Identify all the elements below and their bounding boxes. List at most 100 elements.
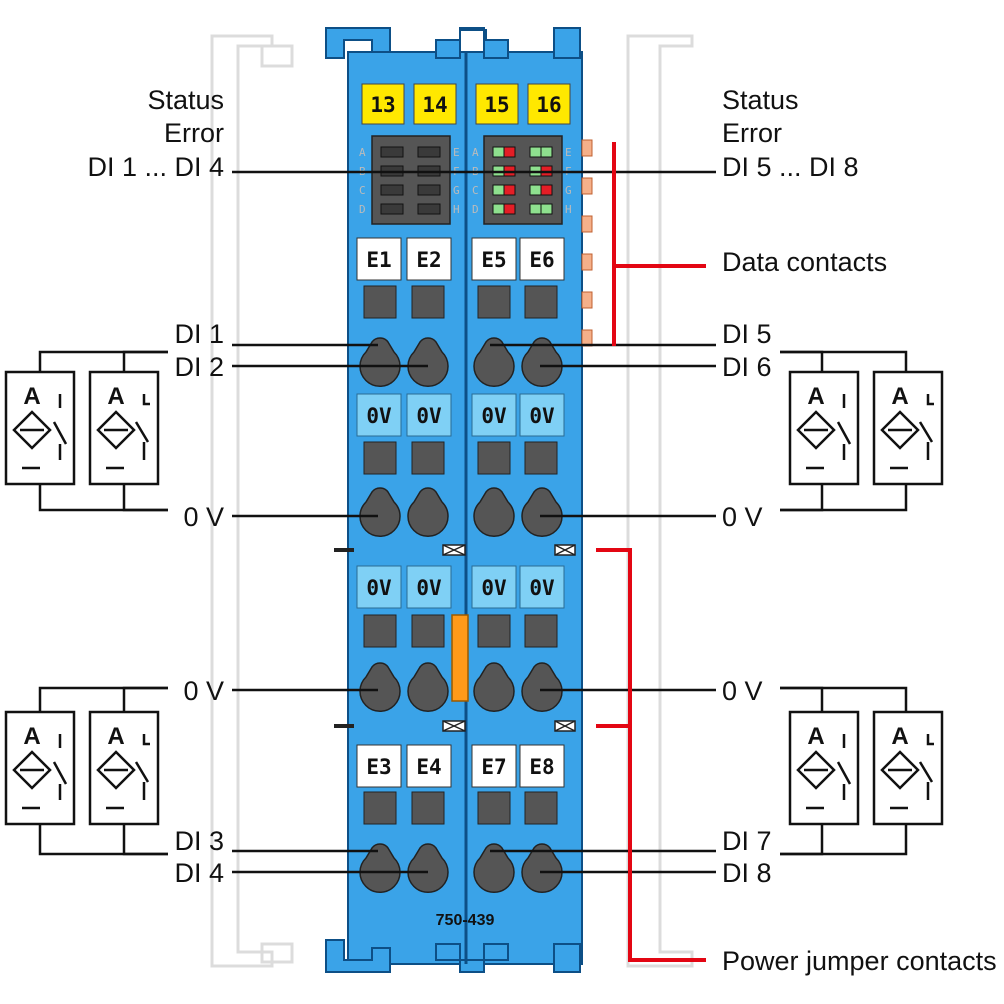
top-number-tags: 13 14 15 16 bbox=[361, 83, 571, 125]
terminal-e5: E5 bbox=[481, 248, 506, 272]
svg-text:G: G bbox=[453, 184, 460, 197]
tag-16: 16 bbox=[536, 93, 561, 117]
sensor-diamond bbox=[12, 410, 52, 450]
label-di-range-right: DI 5 ... DI 8 bbox=[722, 152, 859, 182]
terminal-labels-0v-upper: 0V 0V 0V 0V bbox=[356, 393, 565, 437]
svg-text:A: A bbox=[472, 146, 479, 159]
svg-text:H: H bbox=[565, 203, 572, 216]
sensor-diamond bbox=[796, 410, 836, 450]
power-jumper-glyphs bbox=[334, 544, 576, 732]
sensor-symbol: A bbox=[788, 370, 860, 486]
sensor-diamond bbox=[796, 750, 836, 790]
neighbor-module-outline bbox=[210, 34, 694, 968]
sensor-letter: A bbox=[807, 383, 824, 410]
sensor-wiring bbox=[38, 350, 908, 856]
data-contact-pads bbox=[581, 139, 593, 347]
leader-lines bbox=[232, 170, 716, 874]
sensor-symbol: A bbox=[4, 370, 76, 486]
tag-13: 13 bbox=[370, 93, 395, 117]
red-callouts bbox=[596, 142, 706, 962]
label-di5: DI 5 bbox=[722, 319, 772, 349]
terminal-e7: E7 bbox=[481, 755, 506, 779]
sensor-letter: A bbox=[107, 383, 124, 410]
terminal-e3: E3 bbox=[366, 755, 391, 779]
svg-text:G: G bbox=[565, 184, 572, 197]
sensor-switch bbox=[836, 734, 852, 800]
sensor-switch bbox=[918, 394, 934, 460]
terminal-labels-lower: E3 E4 E7 E8 bbox=[356, 744, 565, 788]
label-0v-left-lower: 0 V bbox=[183, 676, 224, 706]
sensors: A A A A A A A A bbox=[4, 370, 944, 826]
terminal-e6: E6 bbox=[529, 248, 554, 272]
sensor-diamond bbox=[96, 750, 136, 790]
sensor-diamond bbox=[12, 750, 52, 790]
svg-text:0V: 0V bbox=[529, 404, 555, 428]
sensor-diamond bbox=[880, 750, 920, 790]
svg-text:C: C bbox=[472, 184, 479, 197]
sensor-diamond bbox=[96, 410, 136, 450]
svg-text:E: E bbox=[565, 146, 572, 159]
label-di4: DI 4 bbox=[174, 858, 224, 888]
sensor-diamond bbox=[880, 410, 920, 450]
sensor-symbol: A bbox=[88, 710, 160, 826]
label-error-right: Error bbox=[722, 118, 782, 148]
labels-left: Status Error DI 1 ... DI 4 DI 1 DI 2 0 V… bbox=[87, 85, 224, 888]
label-status-right: Status bbox=[722, 85, 799, 115]
sensor-symbol: A bbox=[788, 710, 860, 826]
sensor-letter: A bbox=[23, 723, 40, 750]
label-di-range-left: DI 1 ... DI 4 bbox=[87, 152, 224, 182]
sensor-switch bbox=[918, 734, 934, 800]
terminal-e1: E1 bbox=[366, 248, 391, 272]
sensor-symbol: A bbox=[872, 370, 944, 486]
svg-text:C: C bbox=[359, 184, 366, 197]
svg-text:0V: 0V bbox=[481, 576, 507, 600]
part-number: 750-439 bbox=[436, 912, 495, 929]
sensor-switch bbox=[52, 394, 68, 460]
sensor-switch bbox=[52, 734, 68, 800]
terminal-labels-0v-lower: 0V 0V 0V 0V bbox=[356, 565, 565, 609]
tag-14: 14 bbox=[422, 93, 447, 117]
label-status-left: Status bbox=[147, 85, 224, 115]
terminal-e8: E8 bbox=[529, 755, 554, 779]
label-0v-right-upper: 0 V bbox=[722, 502, 763, 532]
svg-text:0V: 0V bbox=[529, 576, 555, 600]
led-panel-right: A B C D E F G H bbox=[472, 135, 572, 225]
svg-text:D: D bbox=[472, 203, 479, 216]
svg-text:0V: 0V bbox=[481, 404, 507, 428]
label-0v-right-lower: 0 V bbox=[722, 676, 763, 706]
label-di6: DI 6 bbox=[722, 352, 772, 382]
label-di8: DI 8 bbox=[722, 858, 772, 888]
sensor-switch bbox=[836, 394, 852, 460]
svg-text:H: H bbox=[453, 203, 460, 216]
label-power-jumper-contacts: Power jumper contacts bbox=[722, 946, 997, 976]
fuse-bar bbox=[451, 614, 469, 702]
svg-text:D: D bbox=[359, 203, 366, 216]
push-buttons bbox=[363, 285, 558, 825]
svg-text:A: A bbox=[359, 146, 366, 159]
label-di2: DI 2 bbox=[174, 352, 224, 382]
sensor-symbol: A bbox=[88, 370, 160, 486]
terminal-labels-upper: E1 E2 E5 E6 bbox=[356, 237, 565, 281]
sensor-symbol: A bbox=[872, 710, 944, 826]
labels-right: Status Error DI 5 ... DI 8 Data contacts… bbox=[722, 85, 997, 976]
terminal-e4: E4 bbox=[416, 755, 441, 779]
svg-text:0V: 0V bbox=[366, 576, 392, 600]
sensor-letter: A bbox=[807, 723, 824, 750]
label-data-contacts: Data contacts bbox=[722, 247, 887, 277]
tag-15: 15 bbox=[484, 93, 509, 117]
sensor-switch bbox=[134, 734, 150, 800]
terminal-e2: E2 bbox=[416, 248, 441, 272]
label-error-left: Error bbox=[164, 118, 224, 148]
sensor-switch bbox=[134, 394, 150, 460]
sensor-letter: A bbox=[107, 723, 124, 750]
svg-text:E: E bbox=[453, 146, 460, 159]
svg-text:0V: 0V bbox=[366, 404, 392, 428]
clamp-openings bbox=[359, 337, 563, 894]
label-di7: DI 7 bbox=[722, 826, 772, 856]
sensor-letter: A bbox=[891, 383, 908, 410]
sensor-symbol: A bbox=[4, 710, 76, 826]
label-0v-left-upper: 0 V bbox=[183, 502, 224, 532]
svg-text:0V: 0V bbox=[416, 576, 442, 600]
sensor-letter: A bbox=[891, 723, 908, 750]
